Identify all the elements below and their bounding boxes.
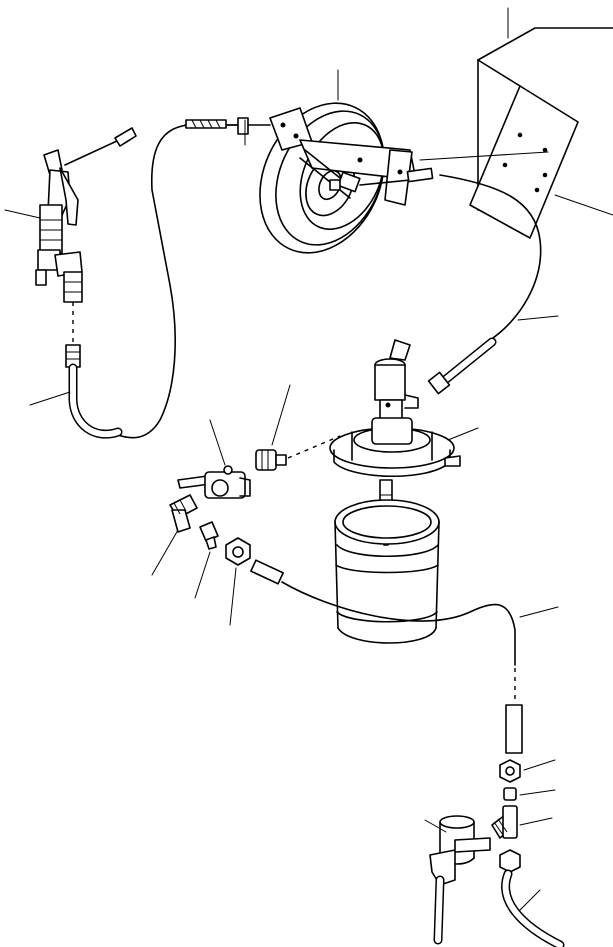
grease-gun <box>35 127 137 303</box>
inlet-pump-unit <box>429 815 491 945</box>
leader-line-nipple <box>271 384 291 446</box>
fitting-sleeve-bottom <box>503 787 517 801</box>
tee-fitting <box>491 805 518 839</box>
hose-nipple-fitting <box>255 449 287 471</box>
elbow-fitting <box>169 494 198 533</box>
leader-line-nut <box>229 567 237 626</box>
fitting-nut-bottom <box>499 759 521 783</box>
leader-line-nut-bottom <box>523 759 556 771</box>
wall-panel <box>469 27 613 239</box>
leader-line-elbow <box>151 529 179 576</box>
connector-fitting <box>199 521 219 550</box>
reel-to-gun-hose <box>109 117 271 439</box>
panel-to-pump-hose <box>427 174 542 395</box>
bottom-hose <box>499 849 565 947</box>
nipple-to-pump-centerline <box>287 435 341 459</box>
leader-line-sleeve <box>519 789 556 796</box>
supply-hose <box>250 559 523 754</box>
leader-line-gun <box>4 209 41 219</box>
leader-line-hose-2 <box>517 315 559 321</box>
leader-line-tee <box>519 817 553 826</box>
ball-valve <box>177 465 251 499</box>
reel-outlet-fitting <box>406 167 434 183</box>
leader-line-gun-hose <box>29 391 71 406</box>
leader-line-connector <box>194 551 211 599</box>
grease-barrel <box>334 499 440 644</box>
leader-line-bottom-hose <box>519 889 541 911</box>
hose-reel <box>259 102 417 254</box>
leader-line-bracket <box>419 151 549 161</box>
leader-line-supply-hose <box>519 606 559 618</box>
leader-line-pump-cover <box>447 427 479 441</box>
leader-line-valve <box>209 419 226 466</box>
gun-hose <box>65 344 123 439</box>
leader-line-inlet <box>424 819 447 833</box>
hex-nut <box>225 537 251 566</box>
